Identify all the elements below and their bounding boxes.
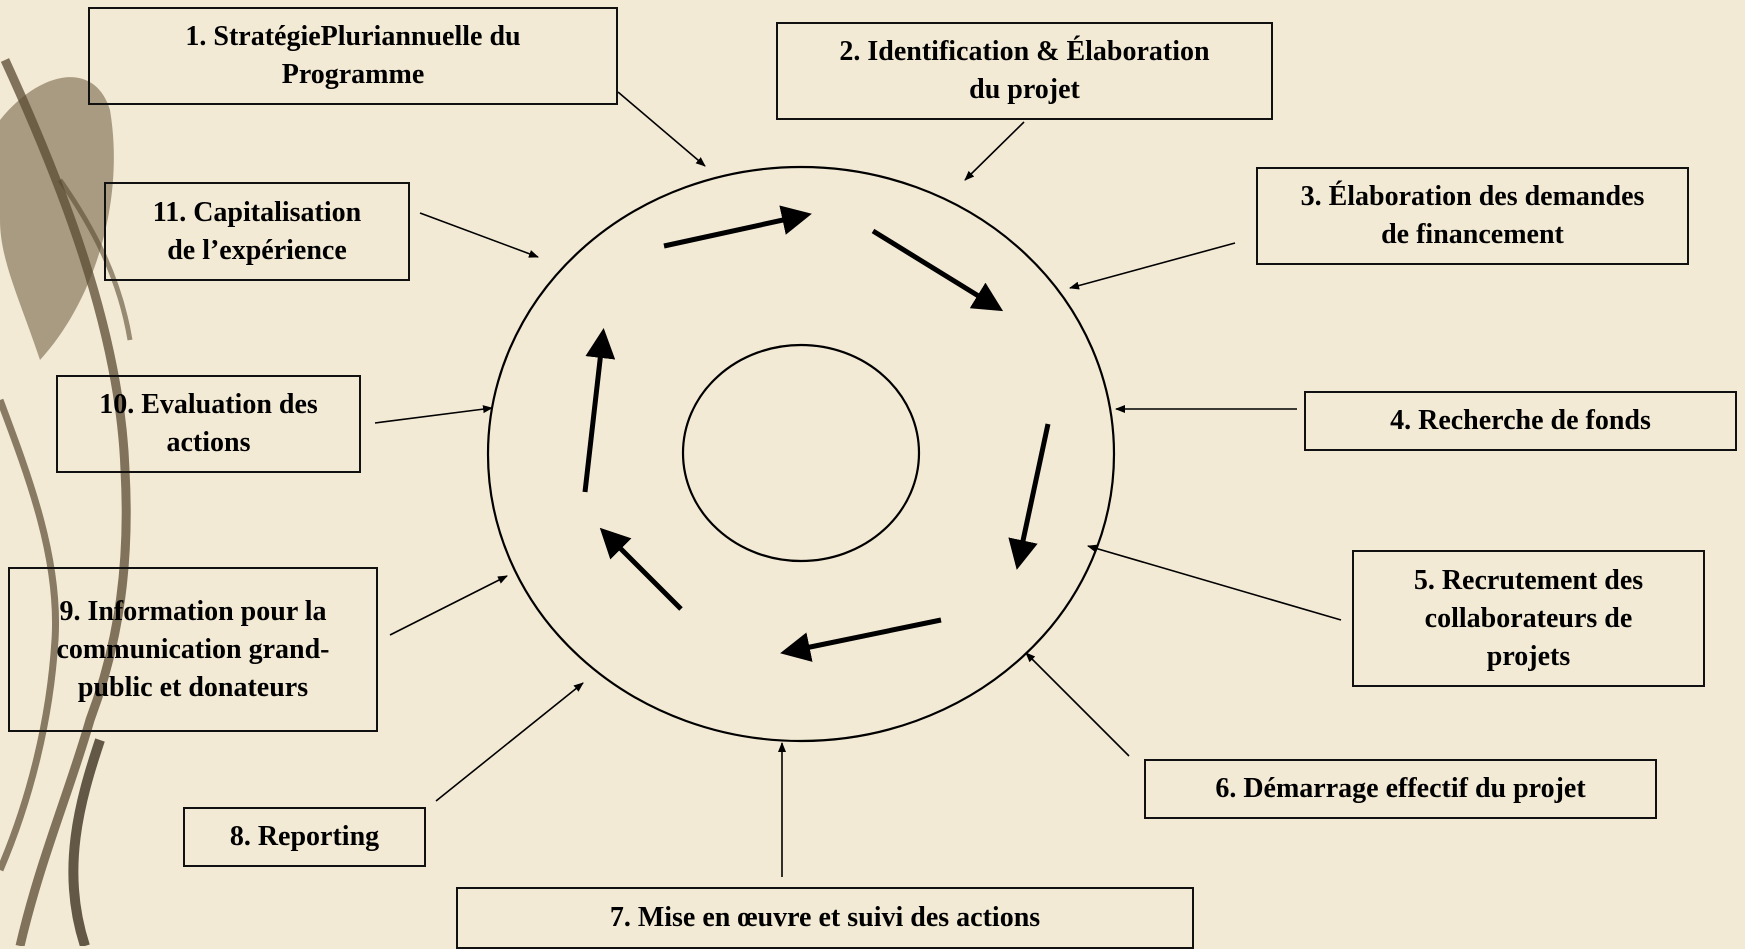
step-6-connector [1025,652,1130,757]
stem-line [0,58,131,946]
cycle-arrow [1008,423,1051,570]
step-2-connector [964,121,1025,181]
cycle-arrow [780,617,942,662]
step-box-demarrage: 6. Démarrage effectif du projet [1144,759,1657,819]
step-box-mise-en-oeuvre: 7. Mise en œuvre et suivi des actions [456,887,1194,949]
stem-line [68,738,105,946]
step-box-evaluation: 10. Evaluation des actions [56,375,361,473]
step-box-capitalisation: 11. Capitalisation de l’expérience [104,182,410,281]
stem-line [0,398,60,872]
cycle-arrow [599,527,683,611]
leaf-shape [0,77,114,361]
step-box-recherche: 4. Recherche de fonds [1304,391,1737,451]
step-box-information: 9. Information pour la communication gra… [8,567,378,732]
outer-cycle-ring [486,165,1116,743]
step-9-connector [389,575,508,636]
step-1-connector [617,91,706,167]
step-box-identification: 2. Identification & Élaboration du proje… [776,22,1273,120]
cycle-arrow [582,328,616,493]
step-box-reporting: 8. Reporting [183,807,426,867]
inner-circle [681,343,921,563]
step-box-strategie: 1. StratégiePluriannuelle du Programme [88,7,618,105]
step-box-recrutement: 5. Recrutement des collaborateurs de pro… [1352,550,1705,687]
step-10-connector [374,405,493,424]
step-5-connector [1087,544,1342,621]
step-box-demandes: 3. Élaboration des demandes de financeme… [1256,167,1689,265]
step-8-connector [435,682,584,802]
step-11-connector [419,212,539,258]
step-3-connector [1069,242,1236,290]
cycle-arrow [871,228,1004,312]
cycle-arrow [663,205,812,249]
